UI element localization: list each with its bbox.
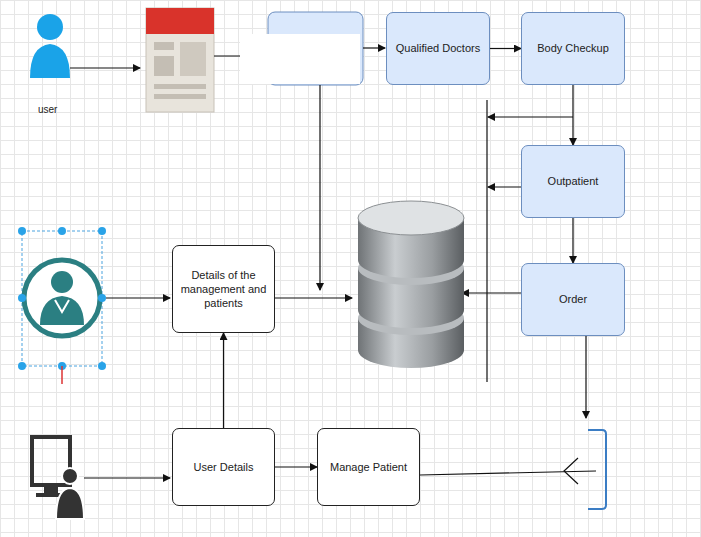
flow-arrow — [84, 477, 170, 478]
process-box: Qualified Doctors — [386, 12, 490, 85]
connector-line — [420, 471, 596, 475]
process-box: Body Checkup — [521, 12, 625, 85]
flow-arrow — [106, 297, 170, 298]
icon-label: user — [38, 104, 57, 115]
flow-arrow — [363, 47, 385, 48]
flow-arrow — [275, 297, 352, 298]
flow-arrow — [275, 466, 317, 467]
flow-arrow — [488, 186, 521, 187]
user-icon — [30, 14, 70, 78]
flow-arrow — [490, 48, 521, 49]
process-box: User Details — [172, 428, 275, 506]
exit-icon — [564, 430, 606, 509]
computer-user-icon — [32, 437, 84, 519]
flow-arrow — [223, 333, 224, 428]
flow-arrow — [70, 67, 140, 68]
box-text: Order — [559, 292, 587, 306]
box-text: Details of the management and patients — [179, 268, 268, 311]
flow-arrow — [462, 292, 521, 293]
box-text: Outpatient — [548, 174, 599, 188]
box-text: User Details — [194, 460, 254, 474]
flow-arrow — [319, 85, 320, 290]
flow-arrow — [585, 336, 586, 418]
box-text: Qualified Doctors — [396, 41, 480, 55]
database-icon — [358, 201, 464, 368]
process-box: Outpatient — [521, 145, 625, 218]
process-box: Details of the management and patients — [172, 245, 275, 333]
webpage-icon — [146, 8, 214, 112]
box-text: Manage Patient — [330, 460, 407, 474]
box-text: Body Checkup — [537, 41, 609, 55]
flow-arrow — [488, 116, 573, 117]
process-box: Order — [521, 263, 625, 336]
process-box: Manage Patient — [317, 428, 420, 506]
white-cover — [240, 34, 360, 84]
flow-arrow — [572, 218, 573, 263]
flow-arrow — [572, 85, 573, 145]
doctor-icon — [18, 227, 106, 384]
bus-line — [486, 100, 487, 382]
